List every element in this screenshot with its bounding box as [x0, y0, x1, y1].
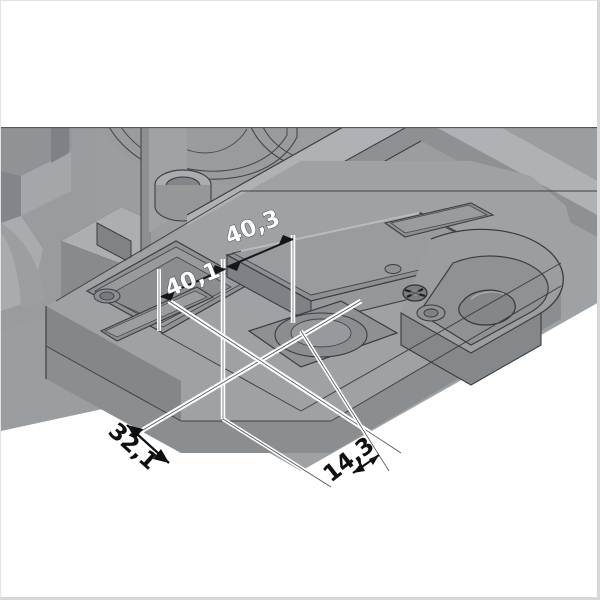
- edge-fine-7: [330, 285, 562, 422]
- highlight-slot-corner: [470, 291, 505, 300]
- ext-line-f-edge: [300, 330, 390, 472]
- arrowhead-40-3-right: [279, 235, 293, 244]
- surface-ul-rib: [51, 127, 69, 163]
- group-upper-left-features: [1, 127, 71, 311]
- edge-corner-outer: [430, 228, 564, 314]
- surface-midblock-notch: [97, 223, 131, 263]
- arrowhead-14-3-left: [353, 463, 365, 473]
- edge-fine-4: [300, 262, 562, 412]
- surface-ul-step-b: [1, 171, 21, 223]
- edge-fine-1: [55, 190, 242, 302]
- group-right-corner: [400, 228, 564, 386]
- ext-line-d-edge: [130, 300, 362, 438]
- group-right-slot-pocket: [383, 202, 495, 238]
- group-bottom-pocket: [247, 300, 399, 368]
- group-extension-lines: [129, 235, 403, 489]
- arrowhead-14-3-right: [369, 455, 379, 465]
- surface-corner-wall: [400, 312, 542, 386]
- ext-line-g-edge: [222, 418, 332, 488]
- group-left-pocket: [85, 240, 253, 334]
- dim-line-40-1: [160, 268, 226, 298]
- edge-fine-3: [160, 332, 302, 412]
- slot-corner-obround: [458, 289, 516, 326]
- surface-baseplate-left-wall: [46, 306, 181, 421]
- arrowhead-40-1-left: [161, 291, 175, 301]
- hole-left-pocket-bore-inner: [99, 291, 115, 301]
- counterbore-inner: [423, 308, 439, 318]
- arrowhead-32-1-top: [127, 425, 143, 439]
- arrowhead-40-3-left: [227, 261, 241, 271]
- group-fasteners: [384, 264, 446, 322]
- highlight-pocket-center: [240, 212, 420, 252]
- edge-fine-5: [45, 345, 182, 422]
- group-edges-fine: [45, 190, 597, 422]
- model-geometry: [1, 127, 597, 471]
- arrowhead-40-1-right: [211, 265, 225, 274]
- pocket-right-narrow-inner: [390, 204, 489, 234]
- slot-lower-left-inner: [104, 290, 208, 338]
- screw-head-highlight: [410, 290, 420, 296]
- surface-ul-step-c: [21, 151, 71, 216]
- surface-land-front: [187, 127, 597, 271]
- edge-land-1: [186, 127, 345, 216]
- hole-small-bore: [384, 264, 402, 274]
- arrowhead-32-1-bottom: [153, 449, 169, 463]
- surface-ul-fillet: [1, 223, 45, 307]
